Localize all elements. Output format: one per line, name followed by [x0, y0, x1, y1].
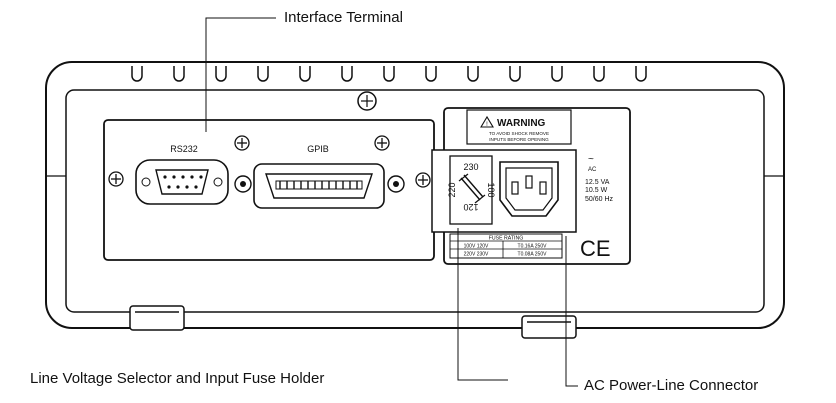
fuse-r2c2: T0.08A 250V [518, 252, 548, 258]
fuse-r1c2: T0.16A 250V [518, 244, 548, 250]
top-center-screw [357, 91, 377, 111]
ac-va: 12.5 VA [585, 179, 610, 186]
rs232-label: RS232 [170, 144, 198, 154]
fuse-rating-table: FUSE RATING 100V 120V T0.16A 250V 220V 2… [449, 233, 563, 259]
vent-fins [131, 66, 647, 82]
callout-ac-power-connector: AC Power-Line Connector [584, 377, 759, 394]
ac-inlet [499, 161, 559, 217]
ac-hz: 50/60 Hz [585, 196, 614, 203]
rs232-connector [135, 159, 229, 205]
voltage-230: 230 [463, 162, 478, 172]
ac-watt: 10.5 W [585, 187, 608, 194]
svg-text:!: ! [486, 122, 488, 128]
fuse-header: FUSE RATING [489, 236, 524, 242]
warning-label: ! WARNING TO AVOID SHOCK REMOVE INPUTS B… [466, 109, 572, 145]
ce-mark: CE [580, 236, 611, 261]
warning-title: WARNING [497, 118, 546, 129]
callout-line-voltage-selector: Line Voltage Selector and Input Fuse Hol… [30, 370, 325, 387]
gpib-label: GPIB [307, 144, 329, 154]
callout-interface-terminal: Interface Terminal [284, 9, 403, 26]
voltage-100: 100 [486, 182, 496, 197]
fuse-r2c1: 220V 230V [464, 252, 489, 258]
voltage-120: 120 [463, 202, 478, 212]
fuse-r1c1: 100V 120V [464, 244, 489, 250]
callout-leaders [205, 17, 578, 387]
plate-screws [108, 135, 431, 188]
voltage-220: 220 [447, 182, 457, 197]
warning-triangle-icon [480, 115, 494, 128]
warning-line2: INPUTS BEFORE OPENING [489, 137, 549, 142]
gpib-connector [234, 163, 405, 209]
ac-symbol: AC [588, 167, 597, 173]
warning-line1: TO AVOID SHOCK REMOVE [489, 131, 549, 136]
ac-wave-icon: ~ [588, 154, 594, 165]
feet [129, 305, 577, 339]
